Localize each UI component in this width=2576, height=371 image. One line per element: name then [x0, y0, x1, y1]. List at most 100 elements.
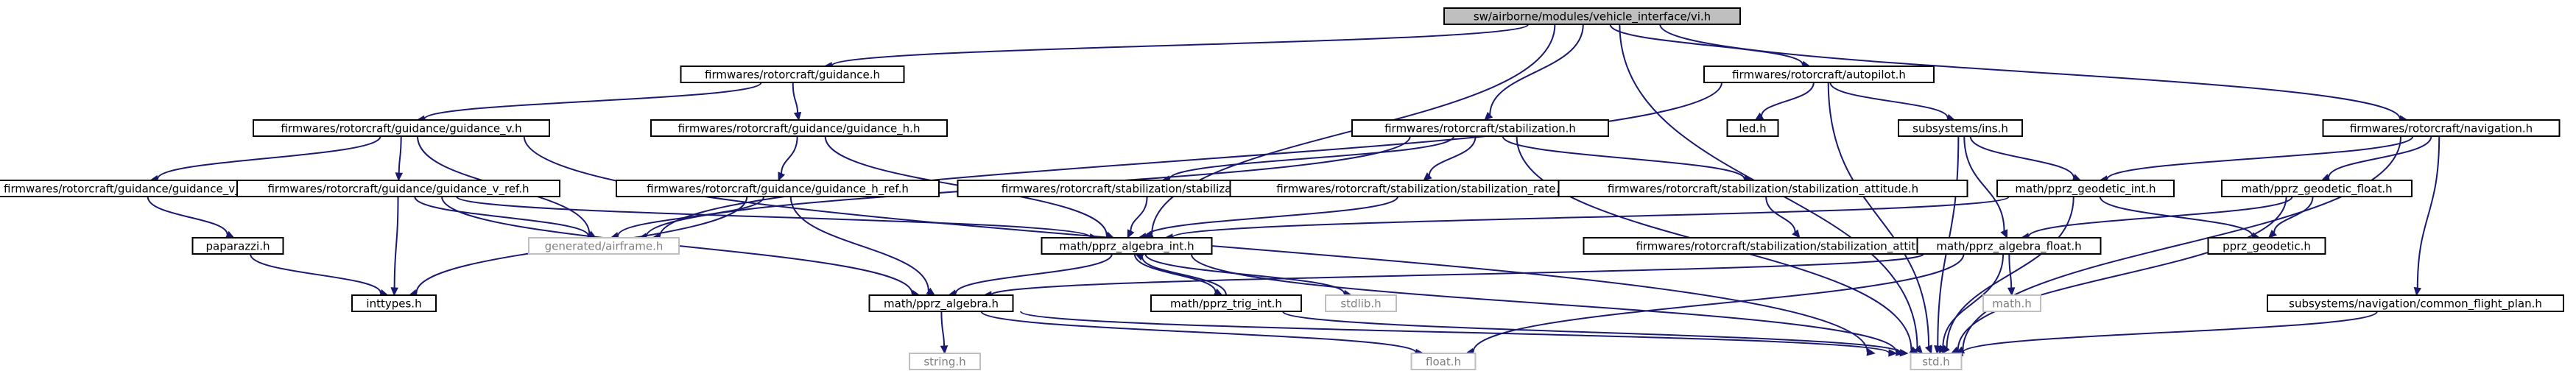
graph-node-guidance-v-adpt[interactable]: firmwares/rotorcraft/guidance/guidance_v… — [0, 180, 306, 197]
node-label: math/pprz_algebra_float.h — [1936, 240, 2081, 254]
edge-algebra-float-to-mathh — [2007, 253, 2016, 297]
node-label: firmwares/rotorcraft/guidance/guidance_h… — [647, 183, 909, 197]
edge-ins-to-algebra-float — [1963, 135, 2008, 239]
graph-node-stdlib[interactable]: stdlib.h — [1325, 294, 1397, 312]
node-box — [1150, 294, 1302, 312]
node-box — [253, 119, 550, 137]
node-box — [1982, 294, 2041, 312]
node-label: firmwares/rotorcraft/guidance/guidance_v… — [267, 183, 529, 197]
graph-node-paparazzi[interactable]: paparazzi.h — [191, 237, 284, 255]
edge-algebra-int-to-algebra — [947, 253, 1113, 297]
edge-guidance-h-ref-to-algebra — [789, 196, 936, 296]
edge-navigation-to-geodetic-float — [2320, 135, 2432, 181]
node-layer: sw/airborne/modules/vehicle_interface/vi… — [0, 7, 2564, 370]
node-label: std.h — [1922, 356, 1950, 369]
graph-node-algebra[interactable]: math/pprz_algebra.h — [868, 294, 1014, 312]
node-label: firmwares/rotorcraft/guidance.h — [705, 68, 880, 82]
node-box — [1041, 237, 1213, 255]
node-box — [2207, 237, 2326, 255]
node-label: subsystems/ins.h — [1912, 122, 2008, 135]
node-box — [528, 237, 680, 255]
node-box — [1410, 353, 1477, 370]
edge-guidance-v-to-guidance-v-adpt — [149, 135, 381, 183]
node-label: firmwares/rotorcraft/stabilization/stabi… — [1636, 240, 1966, 254]
edge-trig-int-to-std — [1282, 311, 1909, 357]
graph-node-geodetic-int[interactable]: math/pprz_geodetic_int.h — [1996, 180, 2175, 197]
node-box — [1443, 7, 1741, 25]
node-label: firmwares/rotorcraft/guidance/guidance_v… — [281, 122, 521, 136]
graph-node-guidance[interactable]: firmwares/rotorcraft/guidance.h — [680, 66, 905, 83]
edge-autopilot-to-airframe — [651, 82, 1722, 241]
edge-guidance-v-to-guidance-v-ref — [395, 135, 404, 182]
graph-node-inttypes[interactable]: inttypes.h — [351, 294, 437, 312]
node-label: firmwares/rotorcraft/stabilization/stabi… — [1002, 183, 1297, 197]
graph-node-airframe[interactable]: generated/airframe.h — [528, 237, 680, 255]
graph-node-algebra-int[interactable]: math/pprz_algebra_int.h — [1041, 237, 1213, 255]
edge-stab-none-to-algebra-int — [1127, 196, 1148, 239]
graph-node-common-flight-plan[interactable]: subsystems/navigation/common_flight_plan… — [2267, 294, 2564, 312]
edge-guidance-v-adpt-to-paparazzi — [147, 196, 235, 239]
node-box — [616, 180, 940, 197]
graph-node-guidance-h[interactable]: firmwares/rotorcraft/guidance/guidance_h… — [650, 119, 948, 137]
edge-paparazzi-to-inttypes — [249, 253, 389, 297]
edge-geodetic-int-to-std — [1941, 196, 2074, 354]
graph-node-string[interactable]: string.h — [909, 353, 981, 370]
edge-geodetic-int-to-algebra-int — [1164, 196, 2010, 241]
node-label: math/pprz_algebra.h — [884, 297, 999, 311]
graph-node-root[interactable]: sw/airborne/modules/vehicle_interface/vi… — [1443, 7, 1741, 25]
graph-node-guidance-v-ref[interactable]: firmwares/rotorcraft/guidance/guidance_v… — [236, 180, 560, 197]
node-box — [191, 237, 284, 255]
node-box — [909, 353, 981, 370]
node-label: firmwares/rotorcraft/guidance/guidance_h… — [678, 122, 921, 136]
edge-guidance-v-ref-to-algebra — [440, 196, 921, 298]
edge-autopilot-to-ins — [1829, 82, 1956, 122]
graph-node-stab-rate[interactable]: firmwares/rotorcraft/stabilization/stabi… — [1229, 180, 1613, 197]
graph-node-stabilization[interactable]: firmwares/rotorcraft/stabilization.h — [1351, 119, 1609, 137]
node-box — [1996, 180, 2175, 197]
graph-node-ins[interactable]: subsystems/ins.h — [1898, 119, 2023, 137]
node-label: math/pprz_algebra_int.h — [1059, 240, 1194, 254]
edge-navigation-to-geodetic-int — [2099, 135, 2414, 183]
edge-autopilot-to-std — [1827, 82, 1932, 355]
node-label: paparazzi.h — [206, 240, 270, 253]
graph-node-float[interactable]: float.h — [1410, 353, 1477, 370]
edge-guidance-h-to-guidance-h-ref — [778, 135, 798, 182]
graph-node-algebra-float[interactable]: math/pprz_algebra_float.h — [1916, 237, 2102, 255]
node-label: firmwares/rotorcraft/stabilization.h — [1384, 122, 1576, 135]
node-box — [1916, 237, 2102, 255]
graph-node-led[interactable]: led.h — [1726, 119, 1779, 137]
graph-node-autopilot[interactable]: firmwares/rotorcraft/autopilot.h — [1703, 66, 1935, 83]
node-label: subsystems/navigation/common_flight_plan… — [2289, 297, 2542, 311]
edge-algebra-to-std — [1020, 311, 1898, 357]
graph-node-stab-att[interactable]: firmwares/rotorcraft/stabilization/stabi… — [1558, 180, 1968, 197]
node-label: pprz_geodetic.h — [2223, 240, 2311, 254]
node-box — [650, 119, 948, 137]
node-label: firmwares/rotorcraft/autopilot.h — [1732, 68, 1906, 82]
graph-node-stab-att-ref[interactable]: firmwares/rotorcraft/stabilization/stabi… — [1583, 237, 2020, 255]
graph-node-navigation[interactable]: firmwares/rotorcraft/navigation.h — [2322, 119, 2561, 137]
node-label: inttypes.h — [366, 297, 421, 311]
node-label: sw/airborne/modules/vehicle_interface/vi… — [1474, 10, 1711, 24]
edge-root-to-guidance — [823, 24, 1530, 70]
node-box — [1325, 294, 1397, 312]
node-label: firmwares/rotorcraft/guidance/guidance_v… — [4, 183, 276, 197]
graph-node-geodetic-float[interactable]: math/pprz_geodetic_float.h — [2221, 180, 2413, 197]
graph-node-mathh[interactable]: math.h — [1982, 294, 2041, 312]
graph-node-guidance-h-ref[interactable]: firmwares/rotorcraft/guidance/guidance_h… — [616, 180, 940, 197]
edge-stabilization-to-stab-att — [1502, 135, 1753, 183]
edge-guidance-to-guidance-v — [416, 82, 762, 124]
node-label: firmwares/rotorcraft/stabilization/stabi… — [1608, 183, 1918, 197]
edge-algebra-to-string — [940, 311, 949, 355]
edge-navigation-to-common-flight-plan — [2413, 135, 2440, 297]
graph-node-guidance-v[interactable]: firmwares/rotorcraft/guidance/guidance_v… — [253, 119, 550, 137]
node-label: math/pprz_trig_int.h — [1170, 297, 1282, 311]
node-box — [2267, 294, 2564, 312]
edge-guidance-to-guidance-h — [792, 82, 802, 121]
graph-node-std[interactable]: std.h — [1910, 353, 1963, 370]
node-label: math.h — [1992, 297, 2031, 311]
graph-node-trig-int[interactable]: math/pprz_trig_int.h — [1150, 294, 1302, 312]
graph-node-pprz-geodetic[interactable]: pprz_geodetic.h — [2207, 237, 2326, 255]
node-box — [1351, 119, 1609, 137]
node-label: led.h — [1739, 122, 1766, 135]
